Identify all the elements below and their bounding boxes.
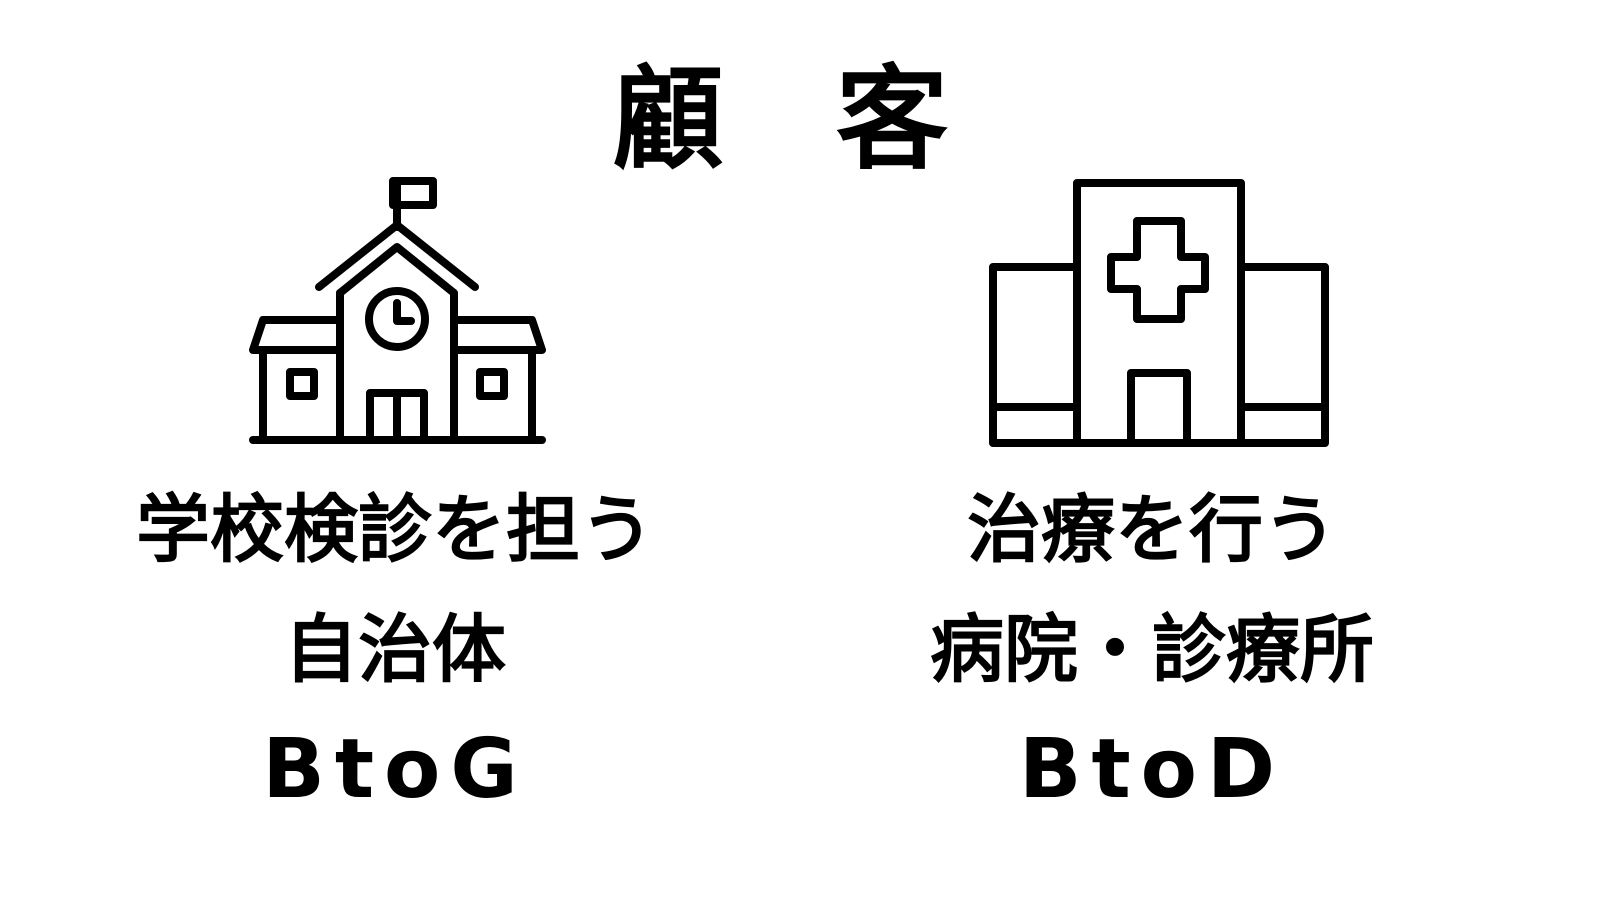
- customer-type: 病院・診療所: [930, 607, 1374, 693]
- customer-description: 治療を行う: [967, 487, 1337, 573]
- hospital-icon: [989, 179, 1329, 447]
- business-model-code: BtoG: [262, 722, 528, 817]
- customer-btog: 学校検診を担う 自治体 BtoG: [15, 470, 775, 830]
- customer-description: 学校検診を担う: [136, 487, 654, 573]
- customer-type: 自治体: [284, 607, 506, 693]
- school-icon: [249, 177, 546, 444]
- business-model-code: BtoD: [1018, 722, 1286, 817]
- page-title: 顧 客: [612, 55, 948, 185]
- customer-btod: 治療を行う 病院・診療所 BtoD: [772, 470, 1532, 830]
